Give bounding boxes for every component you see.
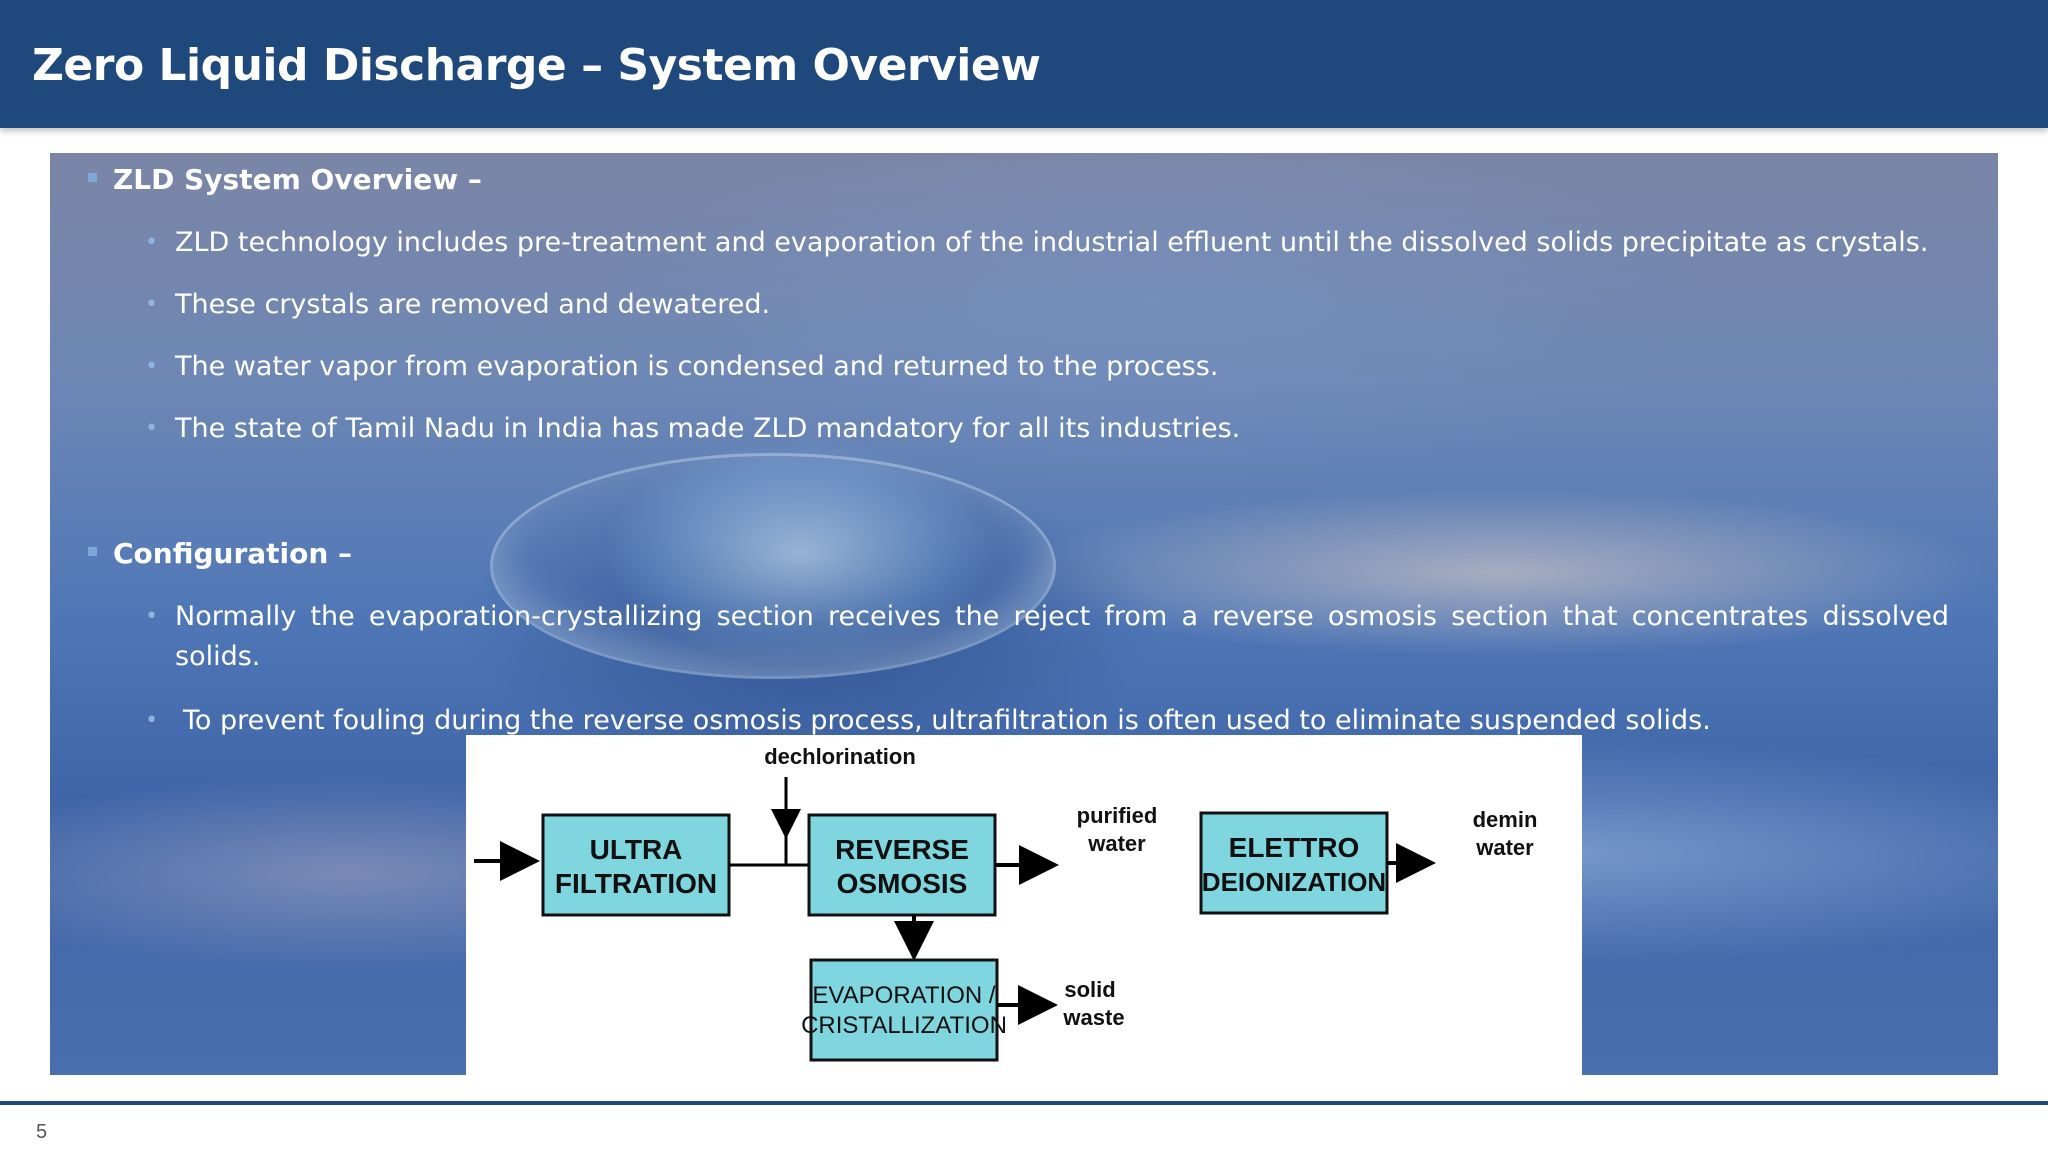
page-number: 5 [36,1121,48,1143]
bullet-zld-technology: • ZLD technology includes pre-treatment … [145,223,1965,263]
round-bullet-icon: • [145,416,158,441]
process-flow-svg: ULTRA FILTRATION dechlorination REVERSE … [474,744,1538,1062]
solid-waste-label-line1: solid [1064,977,1115,1002]
footer-divider [0,1101,2048,1105]
bullet-crystals-removed: • These crystals are removed and dewater… [145,285,1965,325]
water-drop-shape [490,453,1056,679]
round-bullet-icon: • [145,292,158,317]
slide-content: ZLD System Overview – • ZLD technology i… [50,153,1998,1075]
uf-label-line2: FILTRATION [555,868,717,899]
square-bullet-icon [88,172,97,182]
bullet-tamil-nadu: • The state of Tamil Nadu in India has m… [145,409,1965,449]
demin-water-label-line1: demin [1473,807,1538,832]
ro-label-line2: OSMOSIS [837,868,968,899]
round-bullet-icon: • [145,604,158,629]
dechlorination-label: dechlorination [764,744,916,769]
bullet-prevent-fouling: • To prevent fouling during the reverse … [145,701,1965,741]
edi-label-line2: DEIONIZATION [1202,867,1386,897]
reverse-osmosis-box [807,813,997,917]
slide-title: Zero Liquid Discharge – System Overview [32,40,1041,91]
evaporation-crystallization-box [809,958,999,1062]
slide-header: Zero Liquid Discharge – System Overview [0,0,2048,128]
uf-label-line1: ULTRA [590,834,683,865]
square-bullet-icon [88,546,97,556]
ultrafiltration-box [541,813,731,917]
section-heading-configuration: Configuration – [88,537,352,570]
ro-label-line1: REVERSE [835,834,969,865]
round-bullet-icon: • [145,354,158,379]
bullet-evaporation-crystallizing: • Normally the evaporation-crystallizing… [145,597,1965,677]
bullet-water-vapor: • The water vapor from evaporation is co… [145,347,1965,387]
purified-water-label-line2: water [1087,831,1146,856]
solid-waste-label-line2: waste [1062,1005,1124,1030]
electrodeionization-box [1199,811,1389,915]
evaporation-label-line1: EVAPORATION / [812,982,995,1009]
edi-label-line1: ELETTRO [1229,832,1360,863]
round-bullet-icon: • [145,708,158,733]
demin-water-label-line2: water [1475,835,1534,860]
round-bullet-icon: • [145,230,158,255]
evaporation-label-line2: CRISTALLIZATION [801,1012,1007,1039]
section-heading-zld-overview: ZLD System Overview – [88,163,482,196]
purified-water-label-line1: purified [1077,803,1158,828]
zld-process-flow-diagram: ULTRA FILTRATION dechlorination REVERSE … [466,735,1582,1075]
